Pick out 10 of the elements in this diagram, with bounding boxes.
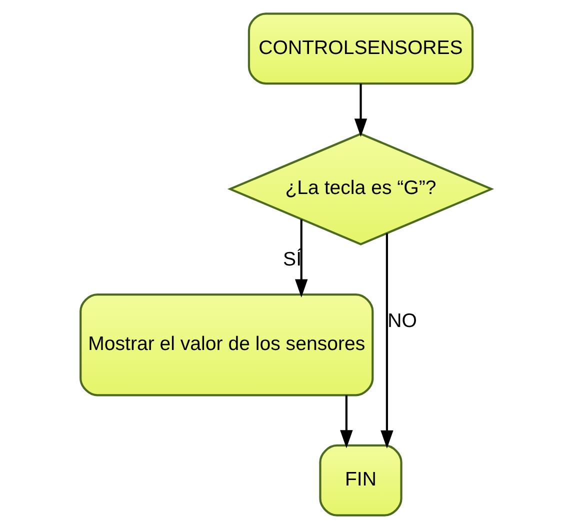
arrow <box>380 233 393 449</box>
node-box: CONTROLSENSORES <box>247 12 474 85</box>
arrow <box>294 219 308 298</box>
arrow <box>340 395 352 448</box>
edge-label: NO <box>387 310 416 332</box>
node-box: Mostrar el valor de los sensores <box>79 294 374 396</box>
arrow <box>354 84 367 137</box>
edge-label: SÍ <box>282 248 302 271</box>
node-diamond: ¿La tecla es “G”? <box>226 132 494 246</box>
node-box: FIN <box>318 444 402 516</box>
